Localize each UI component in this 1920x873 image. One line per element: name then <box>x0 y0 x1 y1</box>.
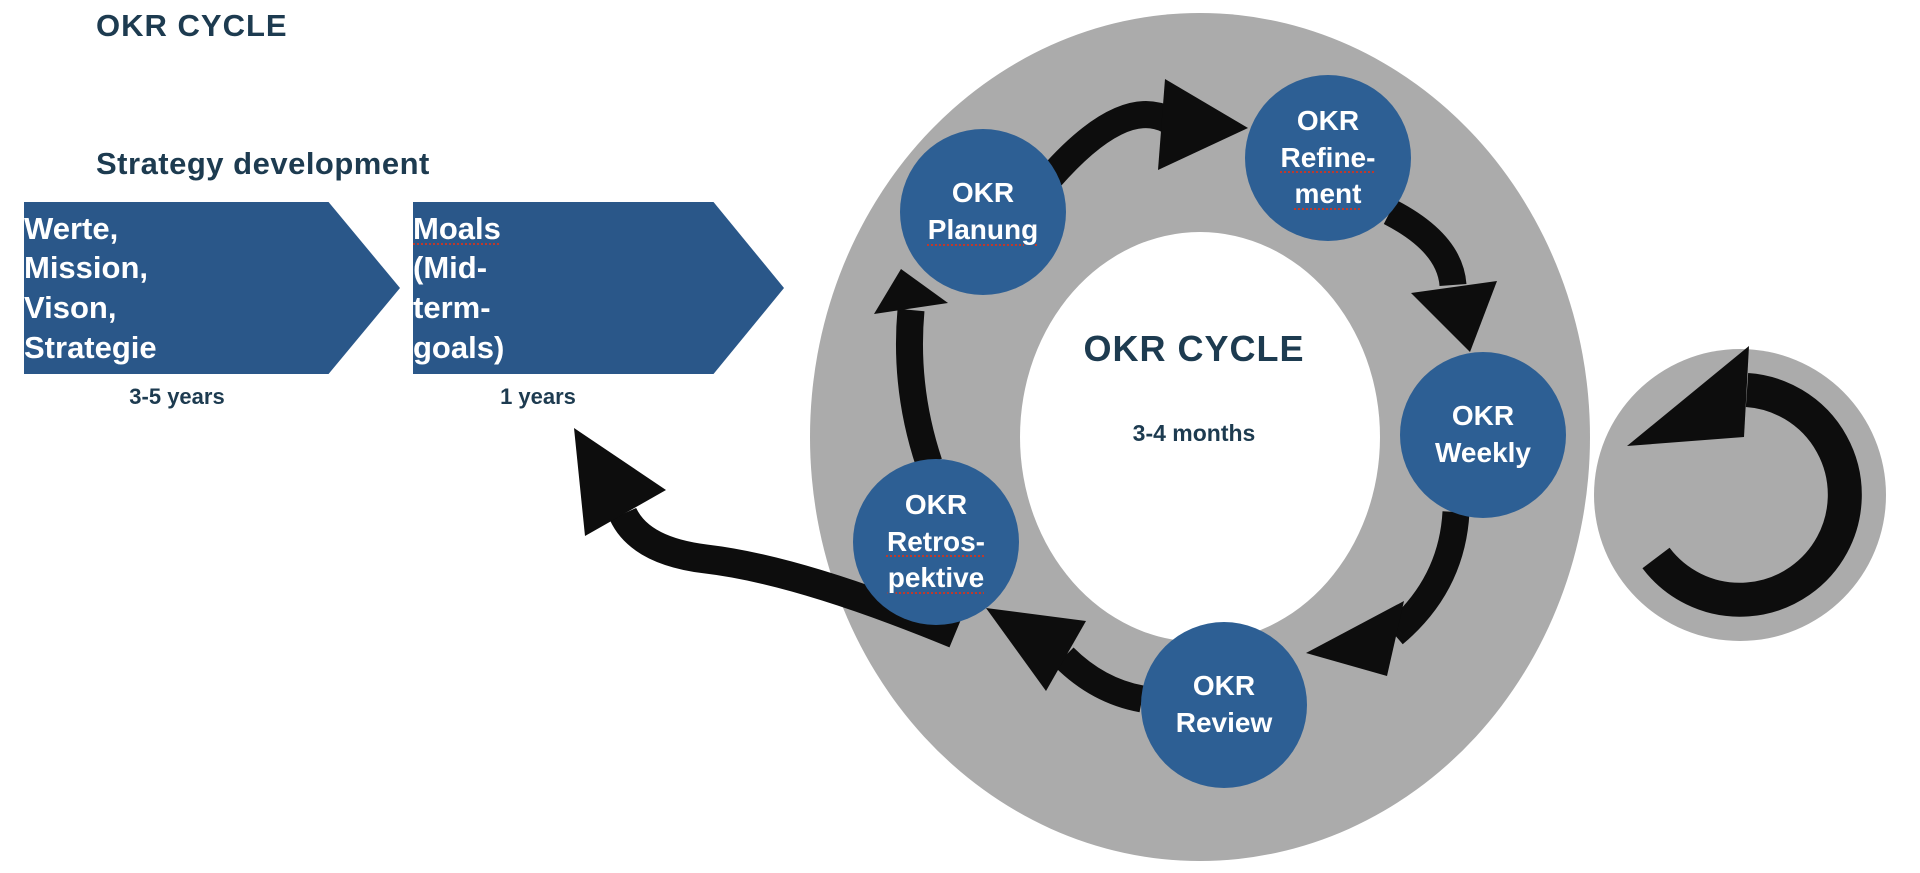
node-refinement-line1: OKR <box>1296 104 1360 136</box>
page-title: OKR CYCLE <box>96 8 288 43</box>
node-weekly-line1: OKR <box>1451 400 1515 432</box>
strategy-arrow-werte-line1: Werte, Mission, <box>24 210 149 286</box>
node-planung-line2: Planung <box>927 214 1039 245</box>
return-arrow-tail <box>609 507 961 648</box>
arrowhead-planung <box>874 269 948 314</box>
node-retrospektive-line1: OKR <box>904 488 968 520</box>
cycle-node-refinement: OKR Refine- ment <box>1245 75 1411 241</box>
cycle-center-title: OKR CYCLE <box>1083 328 1305 369</box>
strategy-arrow-werte-line2: Vison, Strategie <box>24 290 157 365</box>
repeat-loop-arrow-icon <box>1642 373 1862 617</box>
node-refinement-line3: ment <box>1294 178 1362 210</box>
cycle-center-subtitle: 3-4 months <box>1132 420 1256 446</box>
cycle-flow-arrows <box>609 101 1470 713</box>
arrowhead-refinement <box>1158 79 1248 170</box>
arrow-review-to-retrospektive <box>1054 647 1145 713</box>
node-refinement-line2: Refine- <box>1280 141 1376 173</box>
cycle-node-weekly: OKR Weekly <box>1400 352 1566 518</box>
strategy-arrow-moals-line1: Moals <box>413 210 501 246</box>
arrow-weekly-to-review <box>1385 511 1470 645</box>
node-planung-line1: OKR <box>951 177 1015 209</box>
strategy-arrow-moals: Moals (Mid-term-goals) <box>413 202 784 374</box>
node-review-line2: Review <box>1175 707 1273 738</box>
arrowhead-review <box>1306 601 1404 676</box>
arrow-retrospektive-to-planung <box>895 308 942 468</box>
node-weekly-line2: Weekly <box>1435 437 1531 468</box>
arrowhead-retrospektive <box>986 608 1086 691</box>
return-arrowhead <box>574 428 666 536</box>
cycle-node-review: OKR Review <box>1141 622 1307 788</box>
arrowhead-weekly <box>1411 281 1497 352</box>
cycle-node-retrospektive: OKR Retros- pektive <box>853 459 1019 625</box>
arrow-planung-to-refinement <box>1039 101 1175 187</box>
repeat-loop-arrowhead <box>1627 346 1749 446</box>
strategy-arrow-moals-line2: (Mid-term-goals) <box>413 250 505 365</box>
node-review-line1: OKR <box>1192 670 1256 702</box>
cycle-ring-inner <box>1020 232 1380 642</box>
node-retrospektive-line2: Retros- <box>886 525 985 557</box>
strategy-arrow-werte: Werte, Mission, Vison, Strategie <box>24 202 400 374</box>
strategy-heading: Strategy development <box>96 146 430 181</box>
duration-label-werte: 3-5 years <box>129 384 225 409</box>
cycle-node-planung: OKR Planung <box>900 129 1066 295</box>
node-retrospektive-line3: pektive <box>887 562 985 594</box>
duration-label-moals: 1 years <box>500 384 576 409</box>
arrow-refinement-to-weekly <box>1383 200 1467 287</box>
cycle-flow-arrowheads <box>574 79 1497 691</box>
